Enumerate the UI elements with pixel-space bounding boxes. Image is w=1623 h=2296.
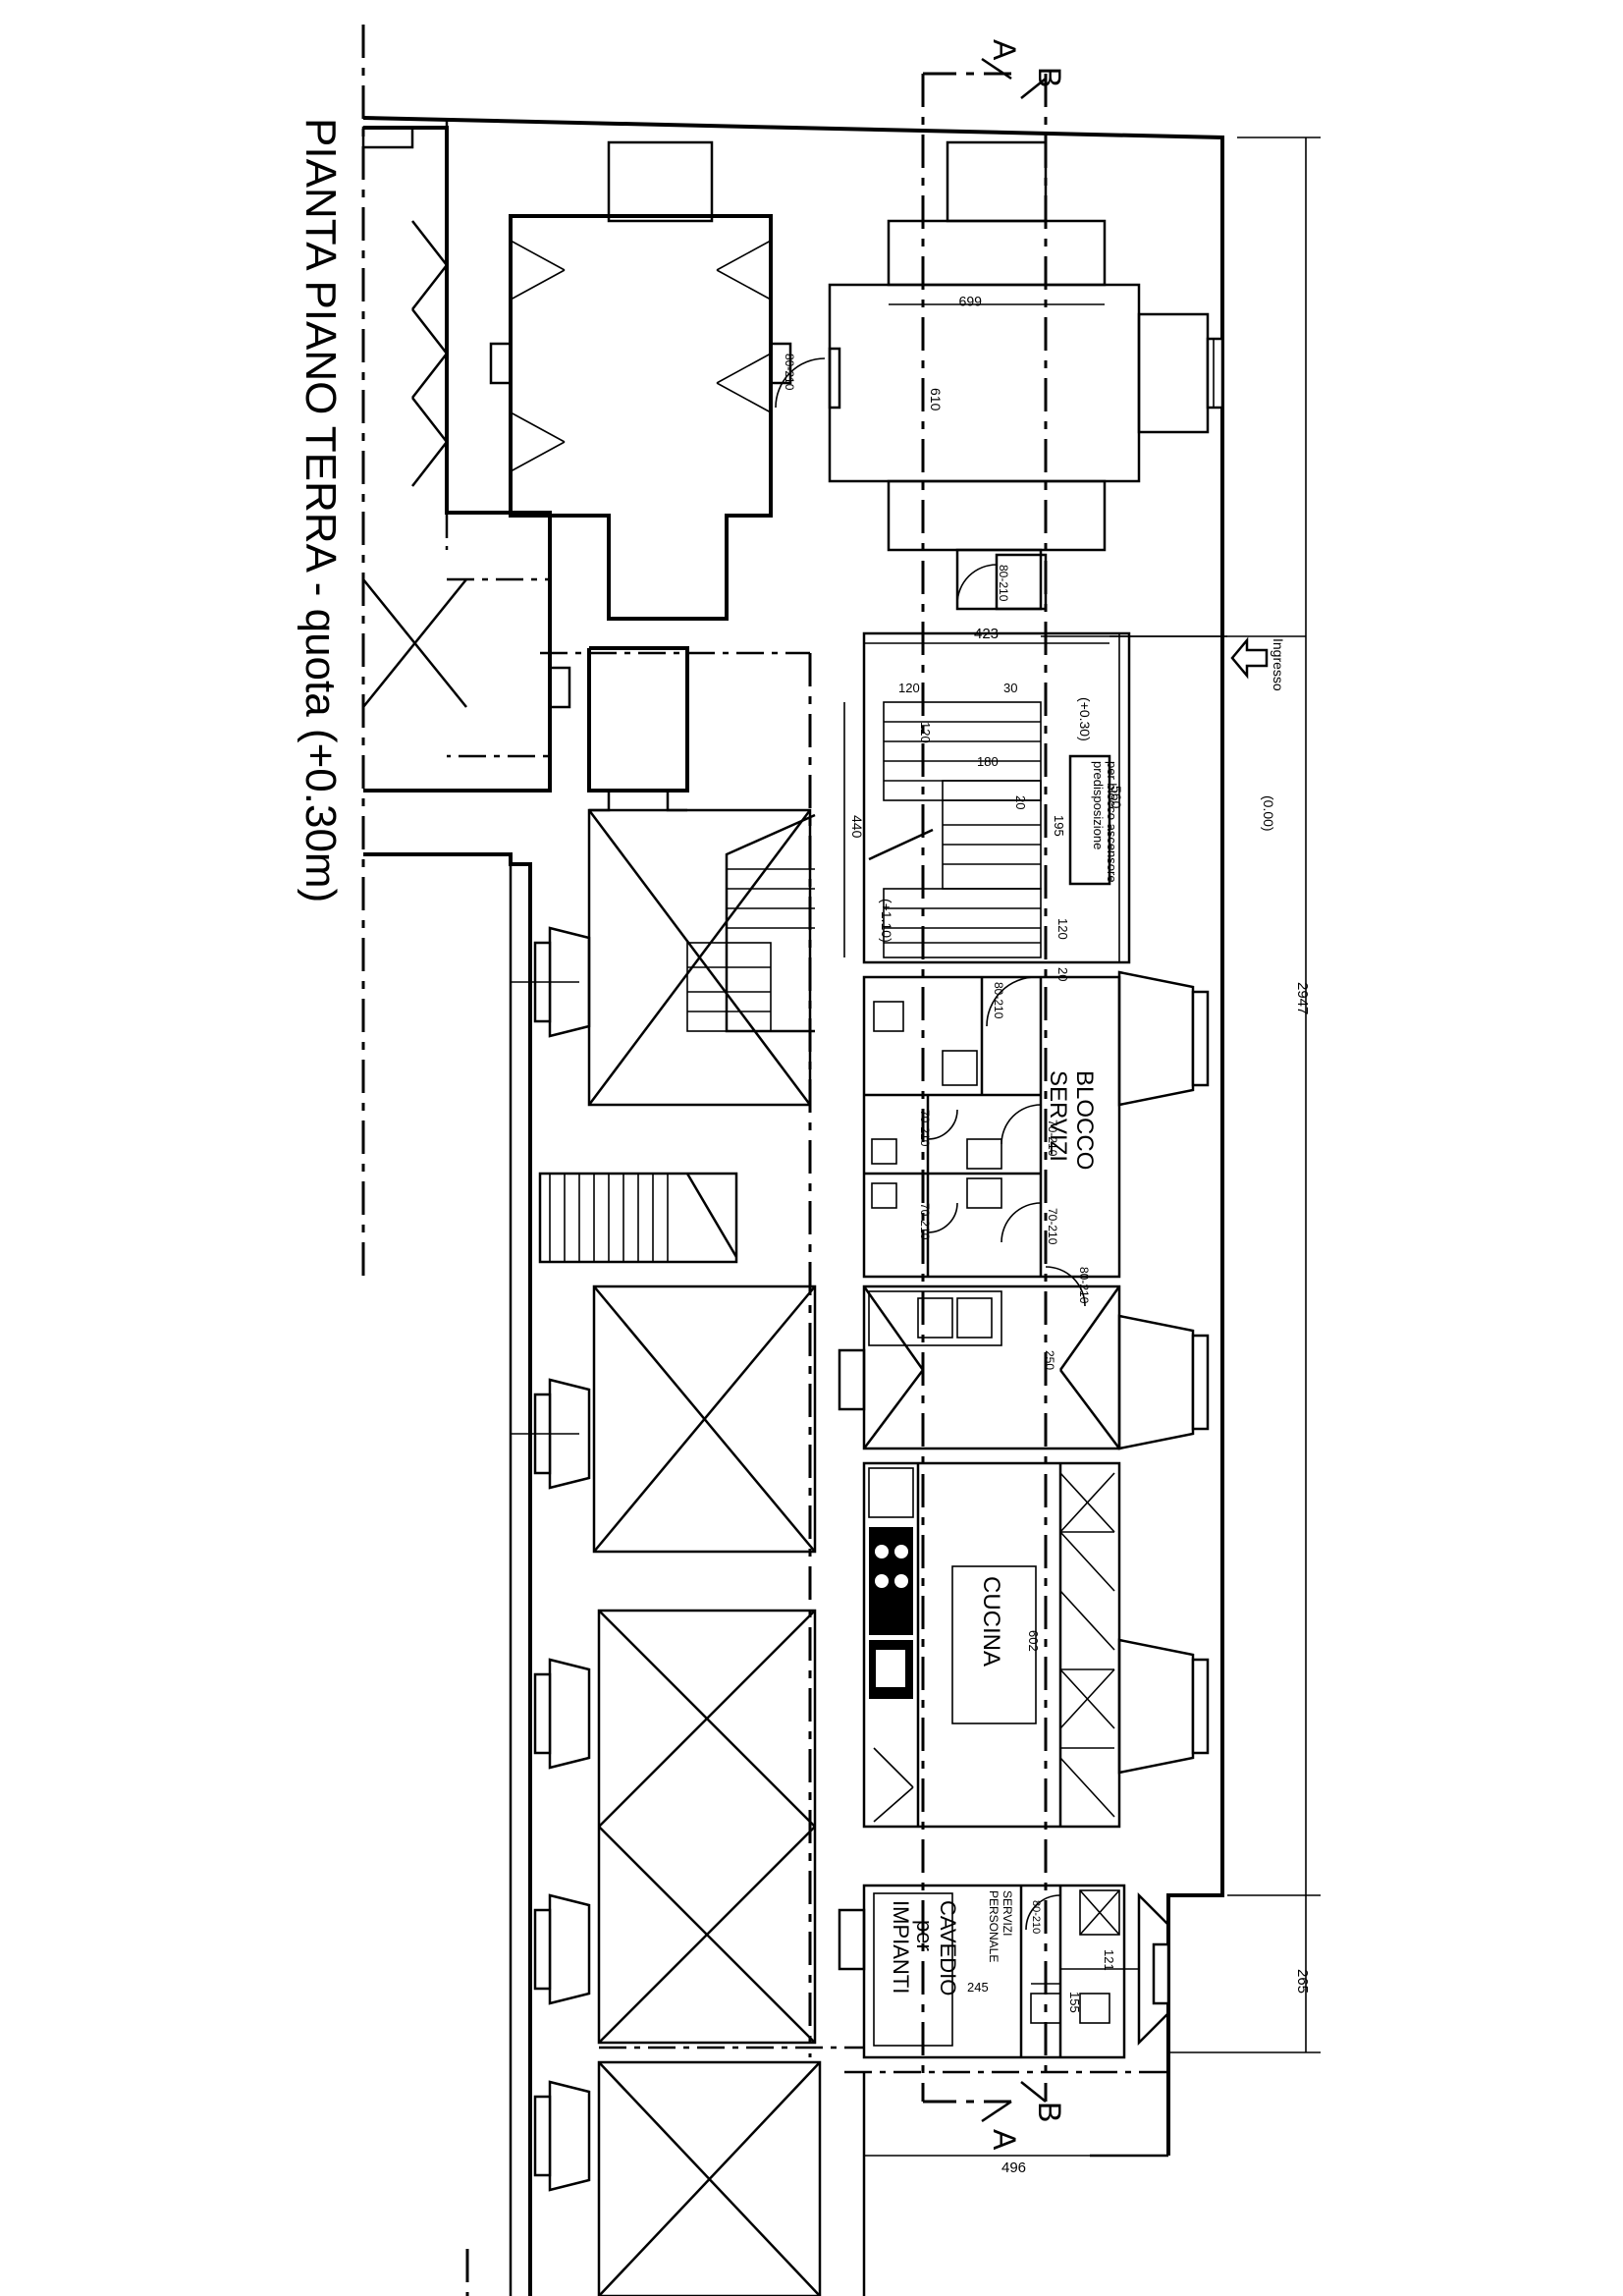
dim-120-a: 120 (898, 681, 920, 695)
room-entrance-hall: 669 610 80-210 (775, 140, 1224, 611)
bottom-right-extension (844, 2070, 1168, 2296)
door-label-9: 80-210 (1030, 1900, 1042, 1934)
neighbour-block-top (361, 126, 571, 793)
dim-120-c: 120 (1055, 918, 1070, 940)
elevator-note-2: per blocco ascensore (1105, 761, 1119, 883)
room-label-impianti: IMPIANTI (889, 1900, 913, 1994)
dim-265: 265 (1294, 1969, 1311, 1994)
left-column (363, 852, 591, 2296)
cavedio-block: CAVEDIO per IMPIANTI SERVIZI PERSONALE 2… (838, 1884, 1139, 2059)
dim-602: 602 (1026, 1630, 1041, 1652)
section-lines: A B A B (921, 39, 1067, 2151)
section-mark-a-bottom: A (987, 2129, 1022, 2151)
level-plus-110: (+1.10) (879, 899, 894, 943)
dimension-overall: 2947 265 496 (864, 137, 1321, 2176)
room-label-cucina: CUCINA (978, 1576, 1004, 1667)
room-label-per: per (912, 1920, 937, 1951)
dim-423: 423 (974, 626, 999, 642)
room-label-servizi: SERVIZI (1045, 1070, 1071, 1162)
dim-250: 250 (1043, 1350, 1056, 1370)
dim-155: 155 (1067, 1992, 1082, 2013)
door-label-3: 80-210 (992, 982, 1005, 1019)
door-label-6: 70-210 (918, 1110, 932, 1147)
kitchen: CUCINA 602 (862, 1461, 1121, 1829)
level-plus-030: (+0.30) (1077, 697, 1093, 741)
plan-title: PIANTA PIANO TERRA - quota (+0.30m) (297, 118, 345, 902)
elevator-note-1: predisposizione (1091, 761, 1106, 849)
section-mark-b-top: B (1032, 67, 1067, 87)
door-label-2: 80-210 (997, 565, 1010, 602)
right-niches (1117, 970, 1210, 2047)
door-label-5: 70-210 (1046, 1208, 1059, 1245)
dim-669: 669 (958, 294, 982, 309)
dim-121: 121 (1102, 1949, 1116, 1971)
stair-block: 80-210 423 440 560 120 30 120 180 (843, 553, 1131, 981)
room-label-servizi-personale-2: PERSONALE (987, 1890, 1001, 1962)
upper-hall (489, 140, 792, 621)
boundary-lines (361, 25, 469, 2296)
entrance-label: Ingresso (1271, 638, 1286, 691)
door-label-4: 70-210 (1046, 1120, 1059, 1157)
kitchen-anteroom: 250 (838, 1285, 1121, 1450)
entrance-level: (0.00) (1261, 795, 1276, 832)
dim-20-b: 20 (1055, 967, 1070, 981)
central-left-block (540, 646, 816, 2057)
dim-180: 180 (977, 754, 999, 769)
dim-560: 560 (1109, 786, 1124, 809)
door-label-1: 80-210 (783, 354, 796, 391)
dim-20-a: 20 (1013, 795, 1028, 809)
room-label-cavedio: CAVEDIO (936, 1900, 960, 1995)
entrance-marker: Ingresso (0.00) (1041, 635, 1306, 832)
dim-30: 30 (1003, 681, 1017, 695)
dim-245: 245 (967, 1980, 989, 1995)
dim-610: 610 (928, 388, 944, 411)
dim-496: 496 (1001, 2159, 1026, 2176)
blocco-servizi: BLOCCO SERVIZI 80-210 70-210 70-210 70-2… (862, 975, 1121, 1307)
door-label-7: 70-210 (918, 1203, 932, 1240)
lower-stair (538, 1172, 738, 1264)
stair-steps (868, 701, 1042, 958)
dim-2947: 2947 (1294, 982, 1311, 1014)
room-label-servizi-personale-1: SERVIZI (1001, 1890, 1014, 1936)
room-label-blocco: BLOCCO (1071, 1070, 1098, 1170)
dim-440: 440 (849, 815, 865, 839)
section-mark-a-top: A (987, 39, 1022, 61)
lower-left-blocks (592, 1285, 864, 2296)
dim-195: 195 (1052, 815, 1066, 837)
section-mark-b-bottom: B (1032, 2102, 1067, 2122)
dim-120-b: 120 (918, 722, 933, 743)
